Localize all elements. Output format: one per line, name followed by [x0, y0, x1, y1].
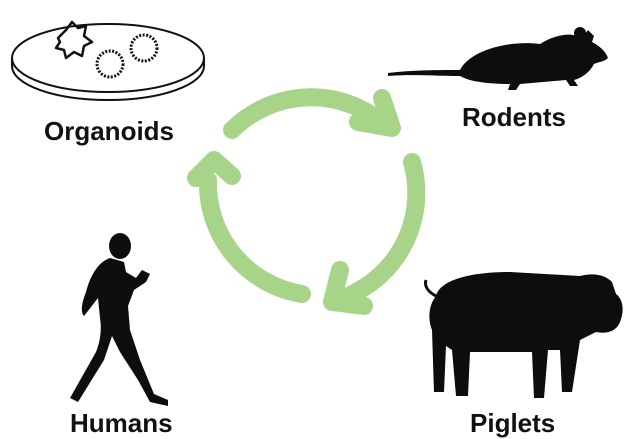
- organoid-ring-1: [97, 51, 123, 77]
- cycle-arrow-left: [208, 180, 302, 294]
- human-walking-icon: [70, 233, 168, 406]
- cycle-arrow-right: [348, 162, 416, 296]
- rodent-icon: [388, 27, 608, 90]
- humans-label: Humans: [70, 410, 173, 436]
- piglets-label: Piglets: [470, 410, 555, 436]
- petri-dish-icon: [12, 22, 204, 100]
- organoids-label: Organoids: [44, 118, 174, 144]
- organoid-ring-2: [131, 35, 157, 61]
- pig-icon: [425, 272, 622, 398]
- rodents-label: Rodents: [462, 104, 566, 130]
